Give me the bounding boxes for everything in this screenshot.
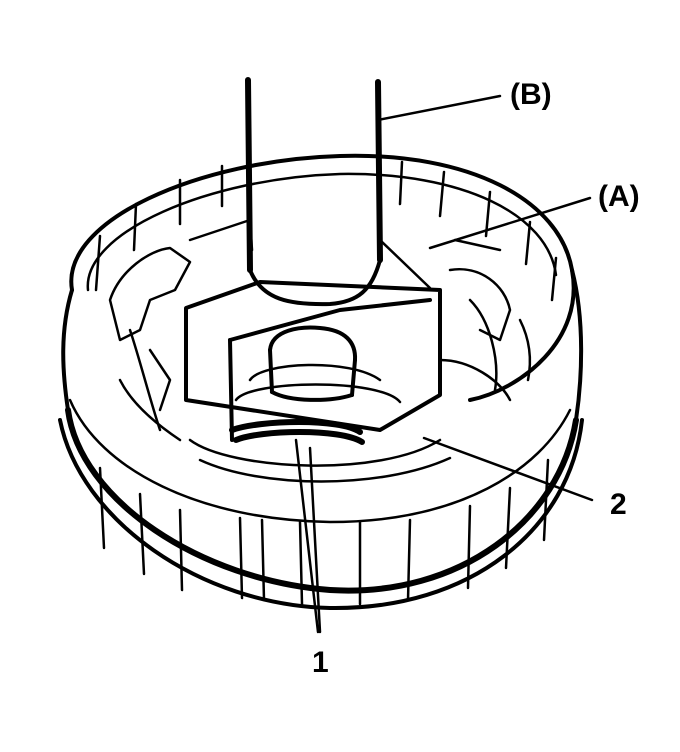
leader-a (428, 196, 592, 250)
bearing-lip-1 (229, 419, 363, 435)
tool-block (184, 238, 442, 442)
bearing-ring-2 (234, 383, 402, 404)
bearing-right (350, 358, 357, 397)
shaft-bottom (248, 258, 382, 307)
tool-block-front-edge (228, 338, 234, 442)
shaft (245, 77, 383, 307)
tool-block-top-edge (228, 298, 432, 342)
leader-1b (308, 446, 322, 634)
housing-left-side (61, 288, 74, 412)
callout-a: (A) (598, 180, 640, 213)
leader-lines (294, 94, 594, 634)
housing-base-band (58, 418, 584, 611)
bearing-ring-1 (248, 363, 382, 382)
tool-block-arm (378, 238, 432, 290)
housing-ribs (94, 160, 558, 606)
housing (58, 153, 584, 611)
housing-rim-inner (86, 172, 558, 292)
bearing-bottom (270, 390, 354, 402)
leader-2 (422, 436, 594, 502)
seat-ring-outer (198, 456, 452, 483)
shaft-right-edge (375, 79, 383, 263)
leader-1a (294, 438, 320, 634)
bearing-top (268, 325, 358, 362)
shaft-left-edge (245, 77, 253, 273)
callout-part-1: 1 (312, 646, 329, 679)
callout-part-2: 2 (610, 488, 627, 521)
callout-b: (B) (510, 78, 552, 111)
housing-bottom-outer (65, 407, 579, 594)
seat-ring (188, 438, 442, 467)
bearing (188, 325, 452, 483)
bearing-left (268, 348, 274, 394)
bearing-lip-2 (233, 429, 365, 445)
leader-b (376, 94, 502, 122)
housing-rim-outer (69, 153, 576, 402)
cavity-right-detail (438, 238, 532, 402)
housing-shoulder (68, 398, 572, 524)
housing-right-side (570, 268, 584, 422)
